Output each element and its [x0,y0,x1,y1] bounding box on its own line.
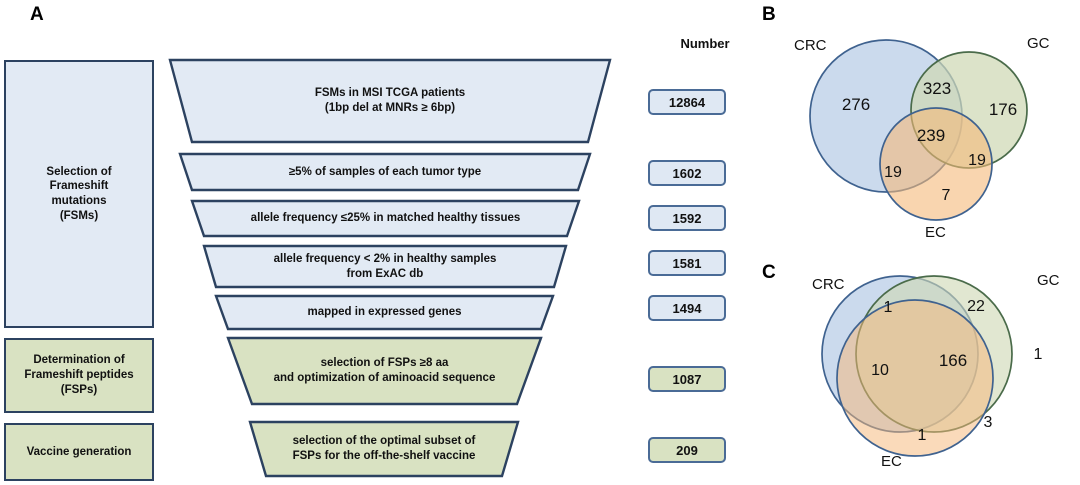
venn-b-count-crc-gc-ec: 239 [916,126,946,145]
category-box-vaccine-label: Vaccine generation [26,445,132,458]
number-column-header: Number [680,36,730,51]
venn-b-count-crc-ec: 19 [884,164,902,181]
venn-c-circle-ec [836,299,994,457]
venn-c-count-crc-only: 1 [883,299,893,316]
venn-diagram-c [821,275,1013,457]
venn-b-count-ec-only: 7 [941,187,951,204]
panel-b-letter: B [762,4,776,25]
funnel-step-2: ≥5% of samples of each tumor type [178,152,592,192]
venn-c-label-gc: GC [1037,272,1060,289]
venn-c-count-crc-gc: 22 [967,298,985,315]
funnel-step-2-shape [178,152,592,192]
funnel-step-4-shape [202,244,568,289]
number-badge-1: 12864 [648,89,726,115]
funnel-step-5: mapped in expressed genes [214,294,555,331]
panel-c-letter: C [762,262,776,283]
venn-c-label-crc: CRC [812,276,845,293]
funnel-step-7-shape [248,420,520,478]
venn-c-label-ec: EC [881,453,902,470]
venn-b-label-crc: CRC [794,37,827,54]
venn-b-label-ec: EC [925,224,946,241]
venn-b-count-gc-ec: 19 [968,152,986,169]
venn-b-count-crc-only: 276 [841,95,871,114]
number-badge-7: 209 [648,437,726,463]
funnel-step-1: FSMs in MSI TCGA patients(1bp del at MNR… [168,58,612,144]
panel-b: B CRC GC EC 276 323 176 239 19 19 7 [750,0,1080,250]
funnel-step-3: allele frequency ≤25% in matched healthy… [190,199,581,238]
panel-c: C CRC GC EC 1 22 1 166 10 3 1 [750,250,1080,485]
category-box-vaccine: Vaccine generation [4,423,154,481]
venn-b-label-gc: GC [1027,35,1050,52]
number-badge-2: 1602 [648,160,726,186]
venn-c-count-crc-gc-ec: 166 [938,351,968,370]
panel-a-letter: A [30,4,44,25]
funnel-step-5-shape [214,294,555,331]
venn-c-count-gc-ec: 3 [983,414,993,431]
venn-diagram-b [809,39,1028,221]
venn-c-count-gc-only: 1 [1033,346,1043,363]
number-badge-5: 1494 [648,295,726,321]
number-badge-6: 1087 [648,366,726,392]
venn-b-circle-ec [879,107,993,221]
funnel-step-1-shape [168,58,612,144]
funnel-step-4: allele frequency < 2% in healthy samples… [202,244,568,289]
funnel-step-6-shape [226,336,543,406]
funnel-step-3-shape [190,199,581,238]
number-badge-3: 1592 [648,205,726,231]
venn-b-count-crc-gc: 323 [922,79,952,98]
venn-c-count-crc-ec: 10 [871,362,889,379]
number-badge-4: 1581 [648,250,726,276]
venn-b-count-gc-only: 176 [988,100,1018,119]
venn-c-count-ec-only: 1 [917,427,927,444]
